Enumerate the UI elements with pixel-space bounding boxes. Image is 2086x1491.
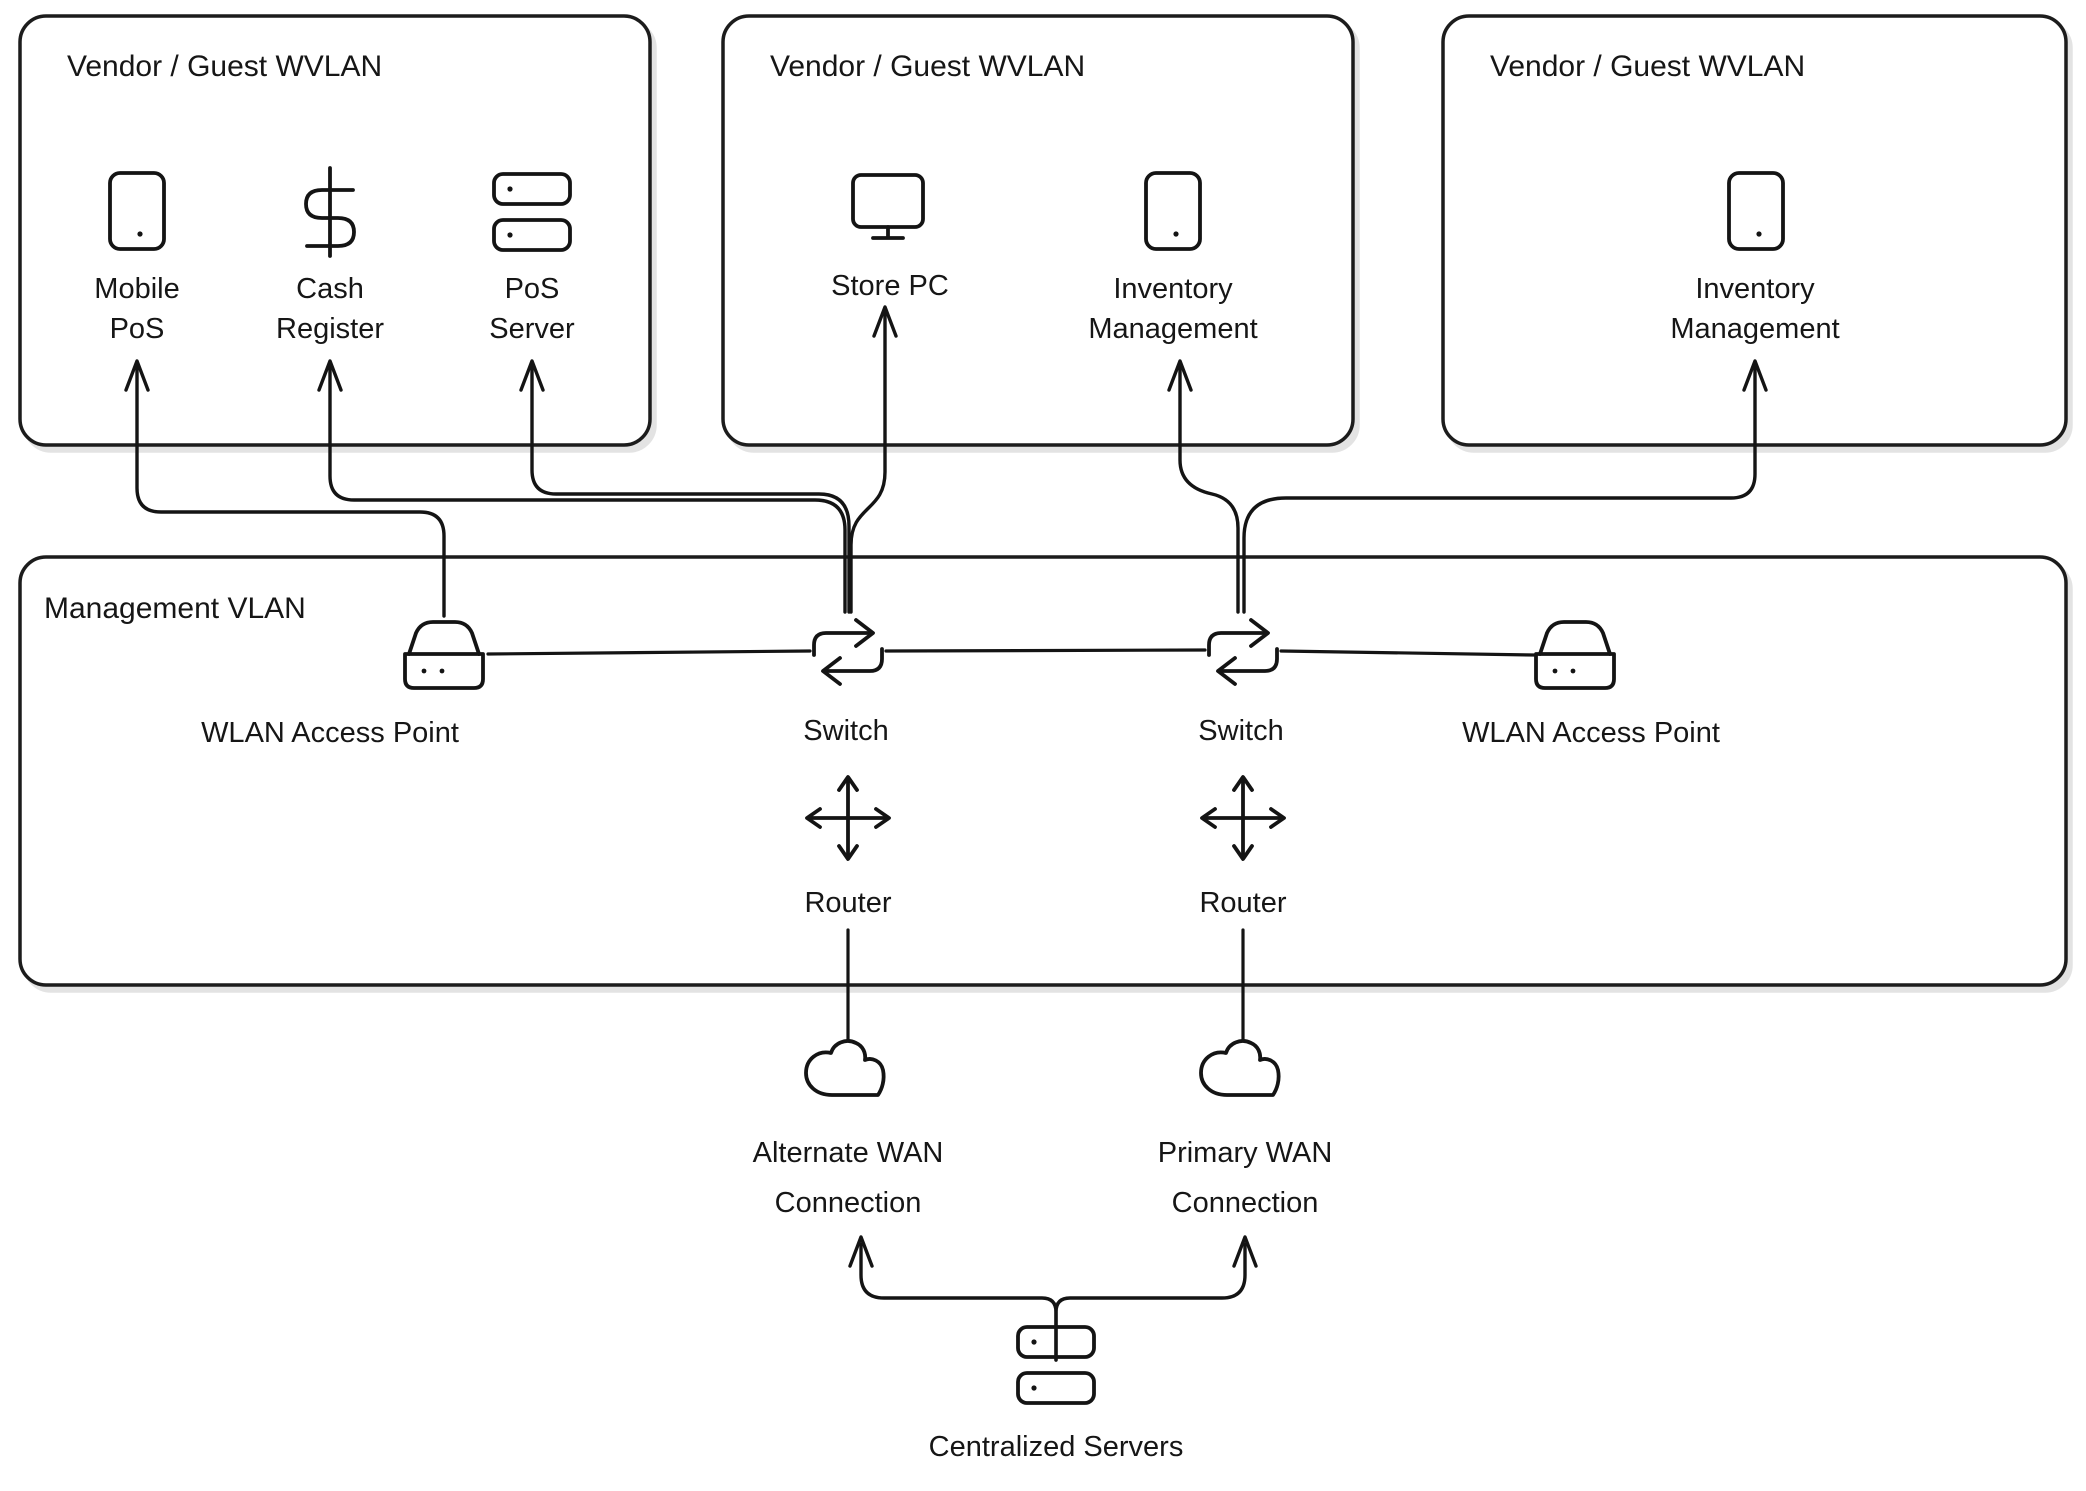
management-vlan-title: Management VLAN (44, 592, 306, 625)
alternate-wan-label-line1: Alternate WAN (753, 1137, 944, 1169)
edge-switch-left-to-store-pc (849, 305, 898, 614)
cash-register-label-line2: Register (276, 313, 384, 345)
edge-switch-right-to-inventory-right (1242, 359, 1768, 614)
cloud-icon (1199, 1039, 1281, 1097)
edge-switch-right-to-inventory-middle (1167, 359, 1240, 614)
mobile-pos-label-line1: Mobile (94, 273, 179, 305)
inventory-right-label-line1: Inventory (1695, 273, 1815, 305)
mobile-pos-label-line2: PoS (110, 313, 165, 345)
link-switch-right-ap-right (1279, 649, 1536, 657)
pos-server-label-line2: Server (489, 313, 575, 345)
switch-left-label: Switch (803, 715, 888, 747)
centralized-servers-label: Centralized Servers (929, 1431, 1184, 1463)
alternate-wan-label-line2: Connection (775, 1187, 922, 1219)
cash-register-label-line1: Cash (296, 273, 364, 305)
link-ap-left-switch-left (486, 649, 812, 656)
switch-right-label: Switch (1198, 715, 1283, 747)
edge-switch-left-to-cash-register (317, 359, 847, 614)
router-right-label: Router (1199, 887, 1286, 919)
management-vlan-box (18, 555, 2068, 987)
edge-servers-to-primary-wan (1054, 1235, 1258, 1362)
primary-wan-label-line1: Primary WAN (1158, 1137, 1333, 1169)
primary-wan-label-line2: Connection (1172, 1187, 1319, 1219)
vendor-guest-wvlan-box-left (18, 14, 652, 447)
store-pc-label: Store PC (831, 270, 949, 302)
box-title-middle: Vendor / Guest WVLAN (770, 50, 1085, 83)
inventory-middle-label-line1: Inventory (1113, 273, 1233, 305)
edge-switch-left-to-pos-server (519, 359, 851, 614)
pos-server-label-line1: PoS (505, 273, 560, 305)
box-title-right: Vendor / Guest WVLAN (1490, 50, 1805, 83)
wlan-ap-right-label: WLAN Access Point (1462, 717, 1720, 749)
edge-ap-left-to-mobile-pos (124, 359, 446, 618)
box-title-left: Vendor / Guest WVLAN (67, 50, 382, 83)
wlan-ap-left-label: WLAN Access Point (201, 717, 459, 749)
inventory-right-label-line2: Management (1670, 313, 1839, 345)
router-left-label: Router (804, 887, 891, 919)
inventory-middle-label-line2: Management (1088, 313, 1257, 345)
edge-servers-to-alternate-wan (848, 1235, 1058, 1362)
cloud-icon (804, 1039, 886, 1097)
link-switch-left-switch-right (884, 648, 1207, 653)
vendor-guest-wvlan-box-middle (721, 14, 1355, 447)
